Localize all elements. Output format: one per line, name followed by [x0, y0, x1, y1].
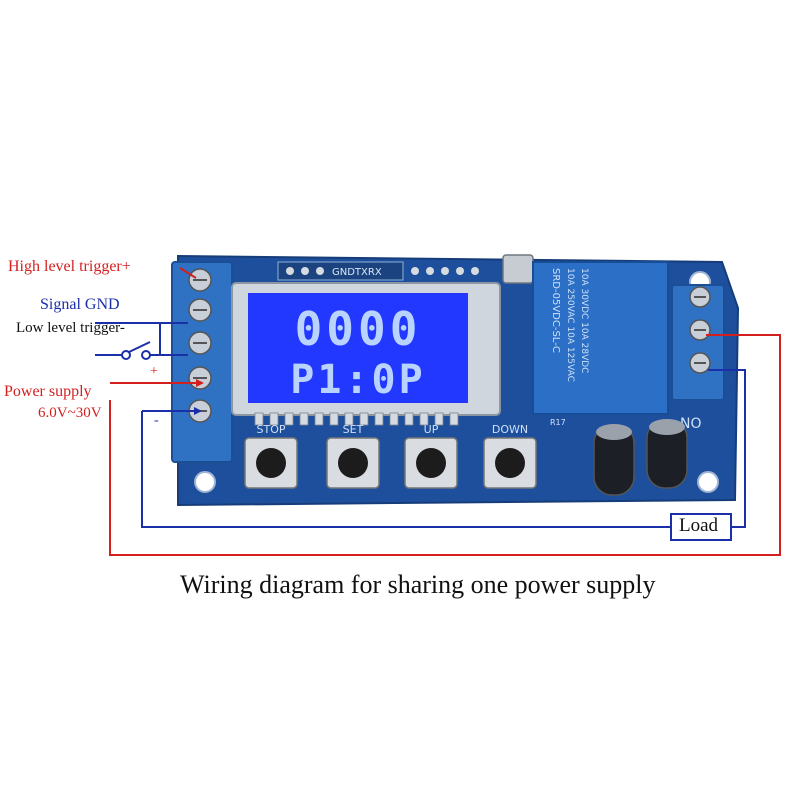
push-buttons: STOP SET UP DOWN — [244, 423, 537, 489]
lcd-line-2: P1:0P — [290, 357, 425, 403]
capacitors — [593, 419, 688, 496]
up-button[interactable]: UP — [404, 423, 458, 489]
right-terminal-block — [671, 284, 725, 401]
relay: SRD-05VDC-SL-C 10A 250VAC 10A 125VAC 10A… — [532, 261, 669, 415]
set-button[interactable]: SET — [326, 423, 380, 489]
resistor-label: R17 — [550, 418, 566, 427]
high-trigger-label: High level trigger+ — [8, 258, 131, 275]
mount-hole — [194, 471, 216, 493]
low-trigger-label: Low level trigger- — [16, 320, 125, 336]
power-negative-wire — [141, 407, 670, 528]
button-label: UP — [424, 423, 439, 436]
power-positive-wire — [109, 334, 781, 556]
voltage-label: 6.0V~30V — [38, 405, 102, 421]
micro-usb-port[interactable] — [502, 254, 534, 284]
down-button[interactable]: DOWN — [483, 423, 537, 489]
minus-label: - — [154, 413, 159, 428]
power-supply-label: Power supply — [4, 383, 92, 400]
stop-button[interactable]: STOP — [244, 423, 298, 489]
lcd-display: 0000 P1:0P — [231, 282, 501, 426]
button-label: STOP — [257, 423, 286, 436]
button-label: SET — [343, 423, 364, 436]
high-trigger-pointer — [179, 267, 197, 279]
low-trigger-switch — [95, 322, 188, 360]
relay-text: SRD-05VDC-SL-C — [550, 268, 561, 353]
mount-hole — [697, 471, 719, 493]
button-label: DOWN — [492, 423, 528, 436]
lcd-line-1: 0000 — [295, 302, 422, 356]
relay-text: 10A 30VDC 10A 28VDC — [579, 268, 589, 373]
signal-gnd-label: Signal GND — [40, 296, 120, 313]
header-pins: GNDTXRX — [277, 261, 479, 281]
load-label: Load — [679, 515, 719, 536]
header-label: GNDTXRX — [332, 267, 382, 278]
relay-no-label: NO — [680, 416, 702, 432]
load-to-relay-wire — [708, 369, 746, 528]
caption: Wiring diagram for sharing one power sup… — [180, 570, 656, 599]
plus-label: + — [150, 364, 158, 379]
relay-text: 10A 250VAC 10A 125VAC — [565, 268, 575, 382]
left-terminal-block — [171, 261, 233, 463]
